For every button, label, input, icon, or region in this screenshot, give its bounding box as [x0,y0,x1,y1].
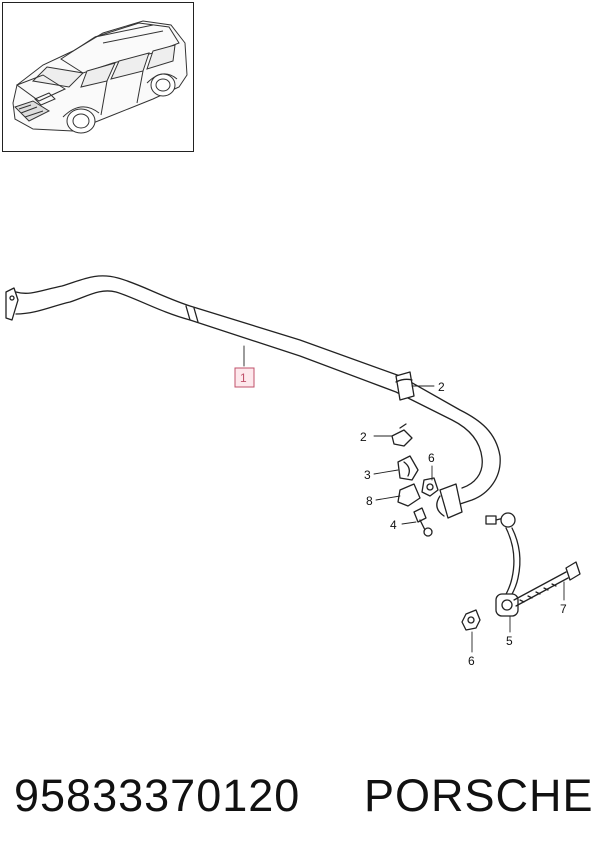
clip-2 [391,423,413,447]
bar-end-stud [485,512,516,528]
suv-illustration [12,20,188,134]
stabilizer-bar [5,275,501,505]
callout-7[interactable]: 7 [560,602,567,616]
bracket-8 [397,483,421,507]
callout-8[interactable]: 8 [366,494,373,508]
long-bolt [513,561,581,607]
vehicle-thumbnail [2,2,194,152]
callout-6-upper[interactable]: 6 [428,451,435,465]
leader-lines [243,345,565,653]
callout-2-upper[interactable]: 2 [438,380,445,394]
bolt-4 [413,507,433,537]
callout-6-lower[interactable]: 6 [468,654,475,668]
callout-3[interactable]: 3 [364,468,371,482]
callout-1[interactable]: 1 [240,371,247,385]
coupling-rod [495,527,521,617]
callout-1-box [234,367,255,388]
callout-2-lower[interactable]: 2 [360,430,367,444]
callout-4[interactable]: 4 [390,518,397,532]
parts-diagram: 1 2 2 3 6 8 4 5 7 6 [5,275,581,668]
clamp-3 [397,455,419,481]
brand-name: PORSCHE [364,770,594,821]
bar-bushing [395,371,415,401]
callout-5[interactable]: 5 [506,634,513,648]
part-number: 95833370120 [14,770,301,821]
bar-bracket [436,483,463,519]
lower-nut [461,609,481,631]
upper-nut [421,477,439,497]
